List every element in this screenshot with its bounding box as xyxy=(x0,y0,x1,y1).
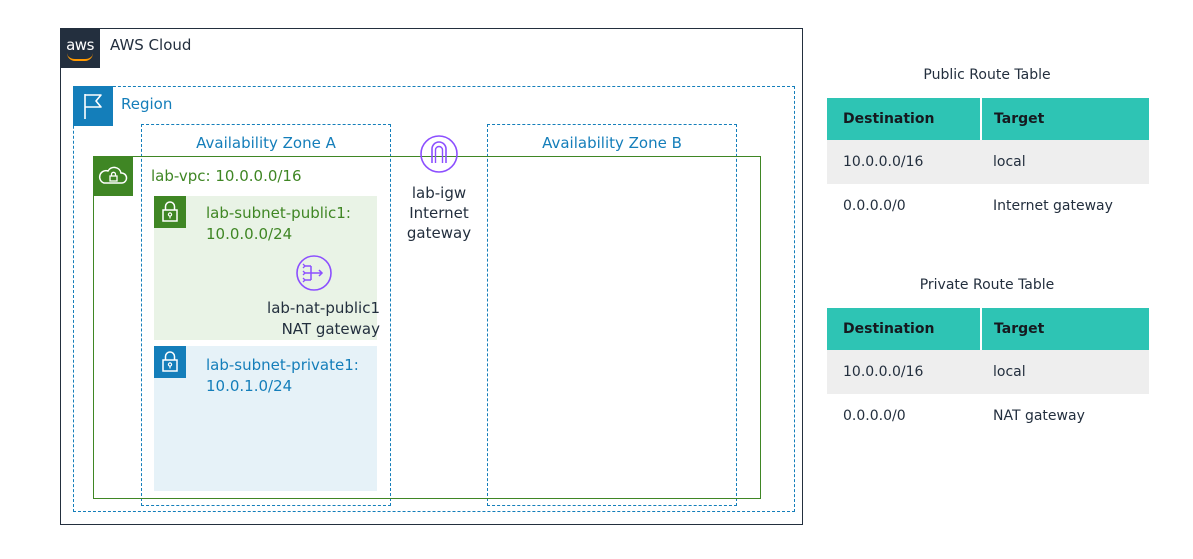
private-subnet xyxy=(154,346,377,491)
aws-cloud-label: AWS Cloud xyxy=(110,36,192,54)
nat-gateway-label: lab-nat-public1 NAT gateway xyxy=(232,298,380,340)
internet-gateway-icon xyxy=(417,132,461,176)
internet-gateway-name: lab-igw xyxy=(411,184,467,202)
destination-cell: 10.0.0.0/16 xyxy=(827,350,981,394)
destination-header: Destination xyxy=(827,98,981,140)
vpc-group xyxy=(93,156,761,499)
aws-cloud-group xyxy=(60,28,803,525)
availability-zone-a-label: Availability Zone A xyxy=(196,134,336,152)
private-route-table-title: Private Route Table xyxy=(919,277,1055,293)
nat-gateway-name: lab-nat-public1 xyxy=(267,299,380,317)
table-row: 10.0.0.0/16 local xyxy=(827,350,1149,394)
destination-cell: 0.0.0.0/0 xyxy=(827,184,981,228)
target-header: Target xyxy=(980,98,1149,140)
region-label: Region xyxy=(121,95,173,113)
table-row: 0.0.0.0/0 Internet gateway xyxy=(827,184,1149,228)
aws-logo-icon: aws xyxy=(60,28,100,68)
destination-header: Destination xyxy=(827,308,981,350)
public-subnet-name: lab-subnet-public1: xyxy=(206,204,351,222)
internet-gateway-type-line2: gateway xyxy=(406,224,472,242)
target-cell: local xyxy=(981,140,1149,184)
public-subnet-cidr: 10.0.0.0/24 xyxy=(206,225,293,243)
flag-icon xyxy=(73,86,113,126)
lock-icon xyxy=(154,196,186,228)
vpc-label: lab-vpc: 10.0.0.0/16 xyxy=(151,167,302,185)
destination-cell: 0.0.0.0/0 xyxy=(827,394,981,438)
public-subnet xyxy=(154,196,377,340)
table-header-row: Destination Target xyxy=(827,308,1149,350)
private-route-table: Destination Target 10.0.0.0/16 local 0.0… xyxy=(827,308,1149,438)
internet-gateway-type-line1: Internet xyxy=(409,204,469,222)
public-route-table-title: Public Route Table xyxy=(923,67,1051,83)
nat-gateway-icon xyxy=(292,251,336,295)
destination-cell: 10.0.0.0/16 xyxy=(827,140,981,184)
availability-zone-a xyxy=(141,124,391,506)
nat-gateway-type: NAT gateway xyxy=(281,320,380,338)
internet-gateway-label: lab-igw Internet gateway xyxy=(395,183,483,243)
target-cell: NAT gateway xyxy=(981,394,1149,438)
private-subnet-label: lab-subnet-private1: 10.0.1.0/24 xyxy=(206,355,359,397)
lock-icon xyxy=(154,346,186,378)
availability-zone-b-label: Availability Zone B xyxy=(542,134,682,152)
table-row: 0.0.0.0/0 NAT gateway xyxy=(827,394,1149,438)
table-row: 10.0.0.0/16 local xyxy=(827,140,1149,184)
public-subnet-label: lab-subnet-public1: 10.0.0.0/24 xyxy=(206,203,351,245)
table-header-row: Destination Target xyxy=(827,98,1149,140)
public-route-table: Destination Target 10.0.0.0/16 local 0.0… xyxy=(827,98,1149,228)
cloud-lock-icon xyxy=(93,156,133,196)
availability-zone-b xyxy=(487,124,737,506)
private-subnet-name: lab-subnet-private1: xyxy=(206,356,359,374)
region-group xyxy=(73,86,795,512)
aws-logo-smile xyxy=(67,53,93,61)
target-cell: local xyxy=(981,350,1149,394)
target-header: Target xyxy=(980,308,1149,350)
private-subnet-cidr: 10.0.1.0/24 xyxy=(206,377,293,395)
target-cell: Internet gateway xyxy=(981,184,1149,228)
aws-logo-text: aws xyxy=(66,36,94,54)
